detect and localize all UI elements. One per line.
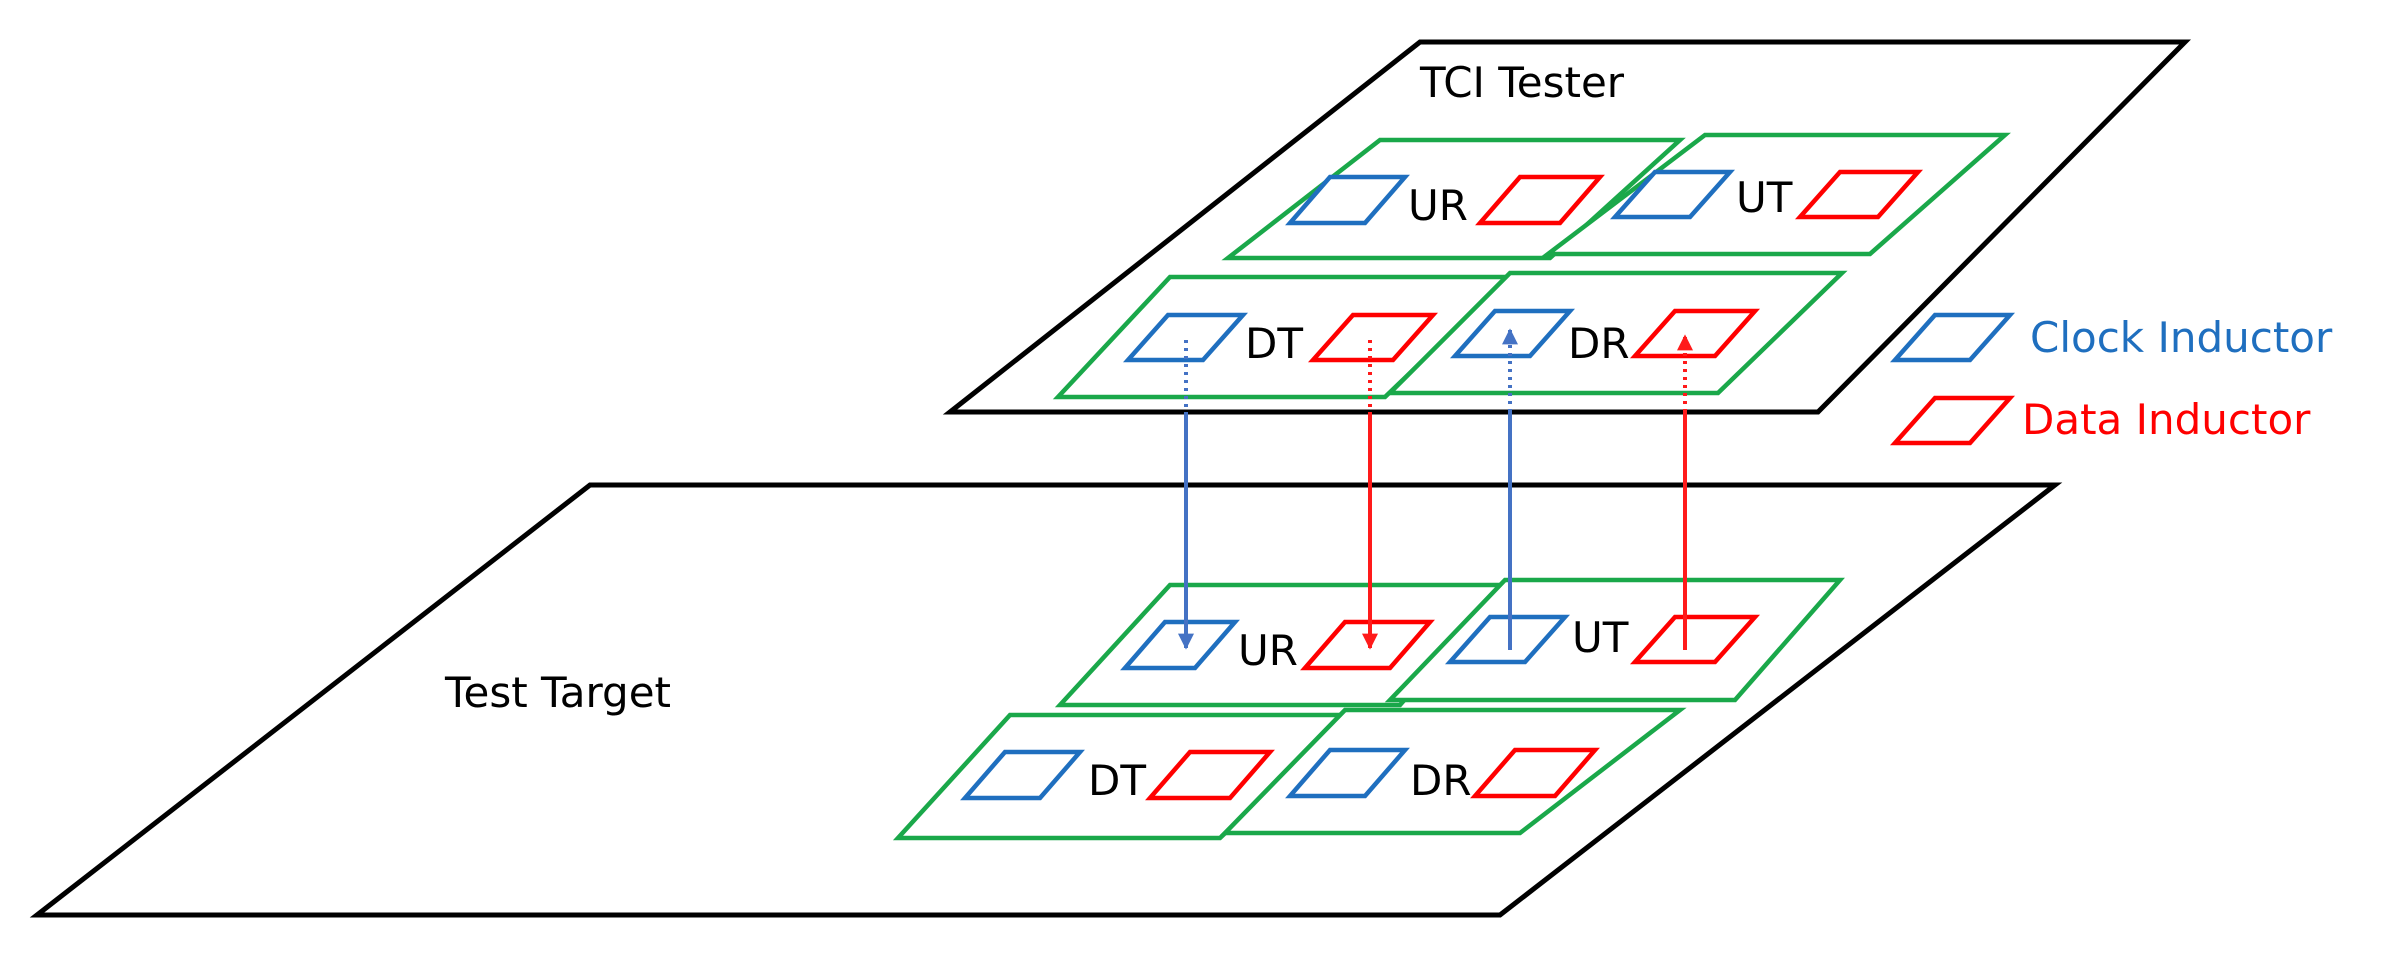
tester-ur-label: UR	[1408, 181, 1468, 230]
legend-clock-icon	[1889, 312, 2016, 363]
legend-data-icon	[1889, 395, 2016, 446]
tester-ur-clock-inductor	[1285, 174, 1410, 226]
tester-dr-data-inductor	[1629, 308, 1761, 359]
tester-dt-clock-inductor	[1122, 312, 1249, 363]
tci-tester-title: TCI Tester	[1419, 58, 1625, 107]
target-ut-data-inductor	[1629, 614, 1761, 665]
tester-cell-dt	[1052, 274, 1516, 400]
tester-ut-clock-inductor	[1609, 169, 1736, 220]
test-target-title: Test Target	[444, 668, 671, 717]
tester-dt-data-inductor	[1307, 312, 1439, 363]
target-dt-label: DT	[1088, 756, 1146, 805]
legend-clock-label: Clock Inductor	[2030, 313, 2333, 362]
target-dt-data-inductor	[1145, 749, 1275, 801]
tester-cell-dr	[1384, 270, 1848, 396]
target-dt-clock-inductor	[960, 749, 1085, 801]
tester-ut-label: UT	[1736, 173, 1793, 222]
target-cell-ut	[1384, 577, 1845, 703]
tester-ur-data-inductor	[1475, 174, 1605, 226]
test-target-plane	[29, 482, 2063, 918]
tester-dr-label: DR	[1568, 319, 1630, 368]
target-dr-data-inductor	[1470, 747, 1600, 799]
tester-dt-label: DT	[1245, 319, 1303, 368]
legend-data-label: Data Inductor	[2022, 395, 2311, 444]
tester-cell-ur	[1221, 137, 1686, 261]
tester-ut-data-inductor	[1794, 169, 1924, 220]
target-ut-label: UT	[1572, 613, 1629, 662]
target-dr-label: DR	[1410, 756, 1472, 805]
target-ut-clock-inductor	[1444, 614, 1571, 665]
target-dr-clock-inductor	[1285, 747, 1410, 799]
target-cell-ur	[1054, 582, 1510, 708]
target-ur-label: UR	[1238, 626, 1298, 675]
target-cell-dr	[1219, 707, 1687, 836]
tester-cell-ut	[1541, 132, 2011, 257]
target-cell-dt	[892, 712, 1356, 841]
